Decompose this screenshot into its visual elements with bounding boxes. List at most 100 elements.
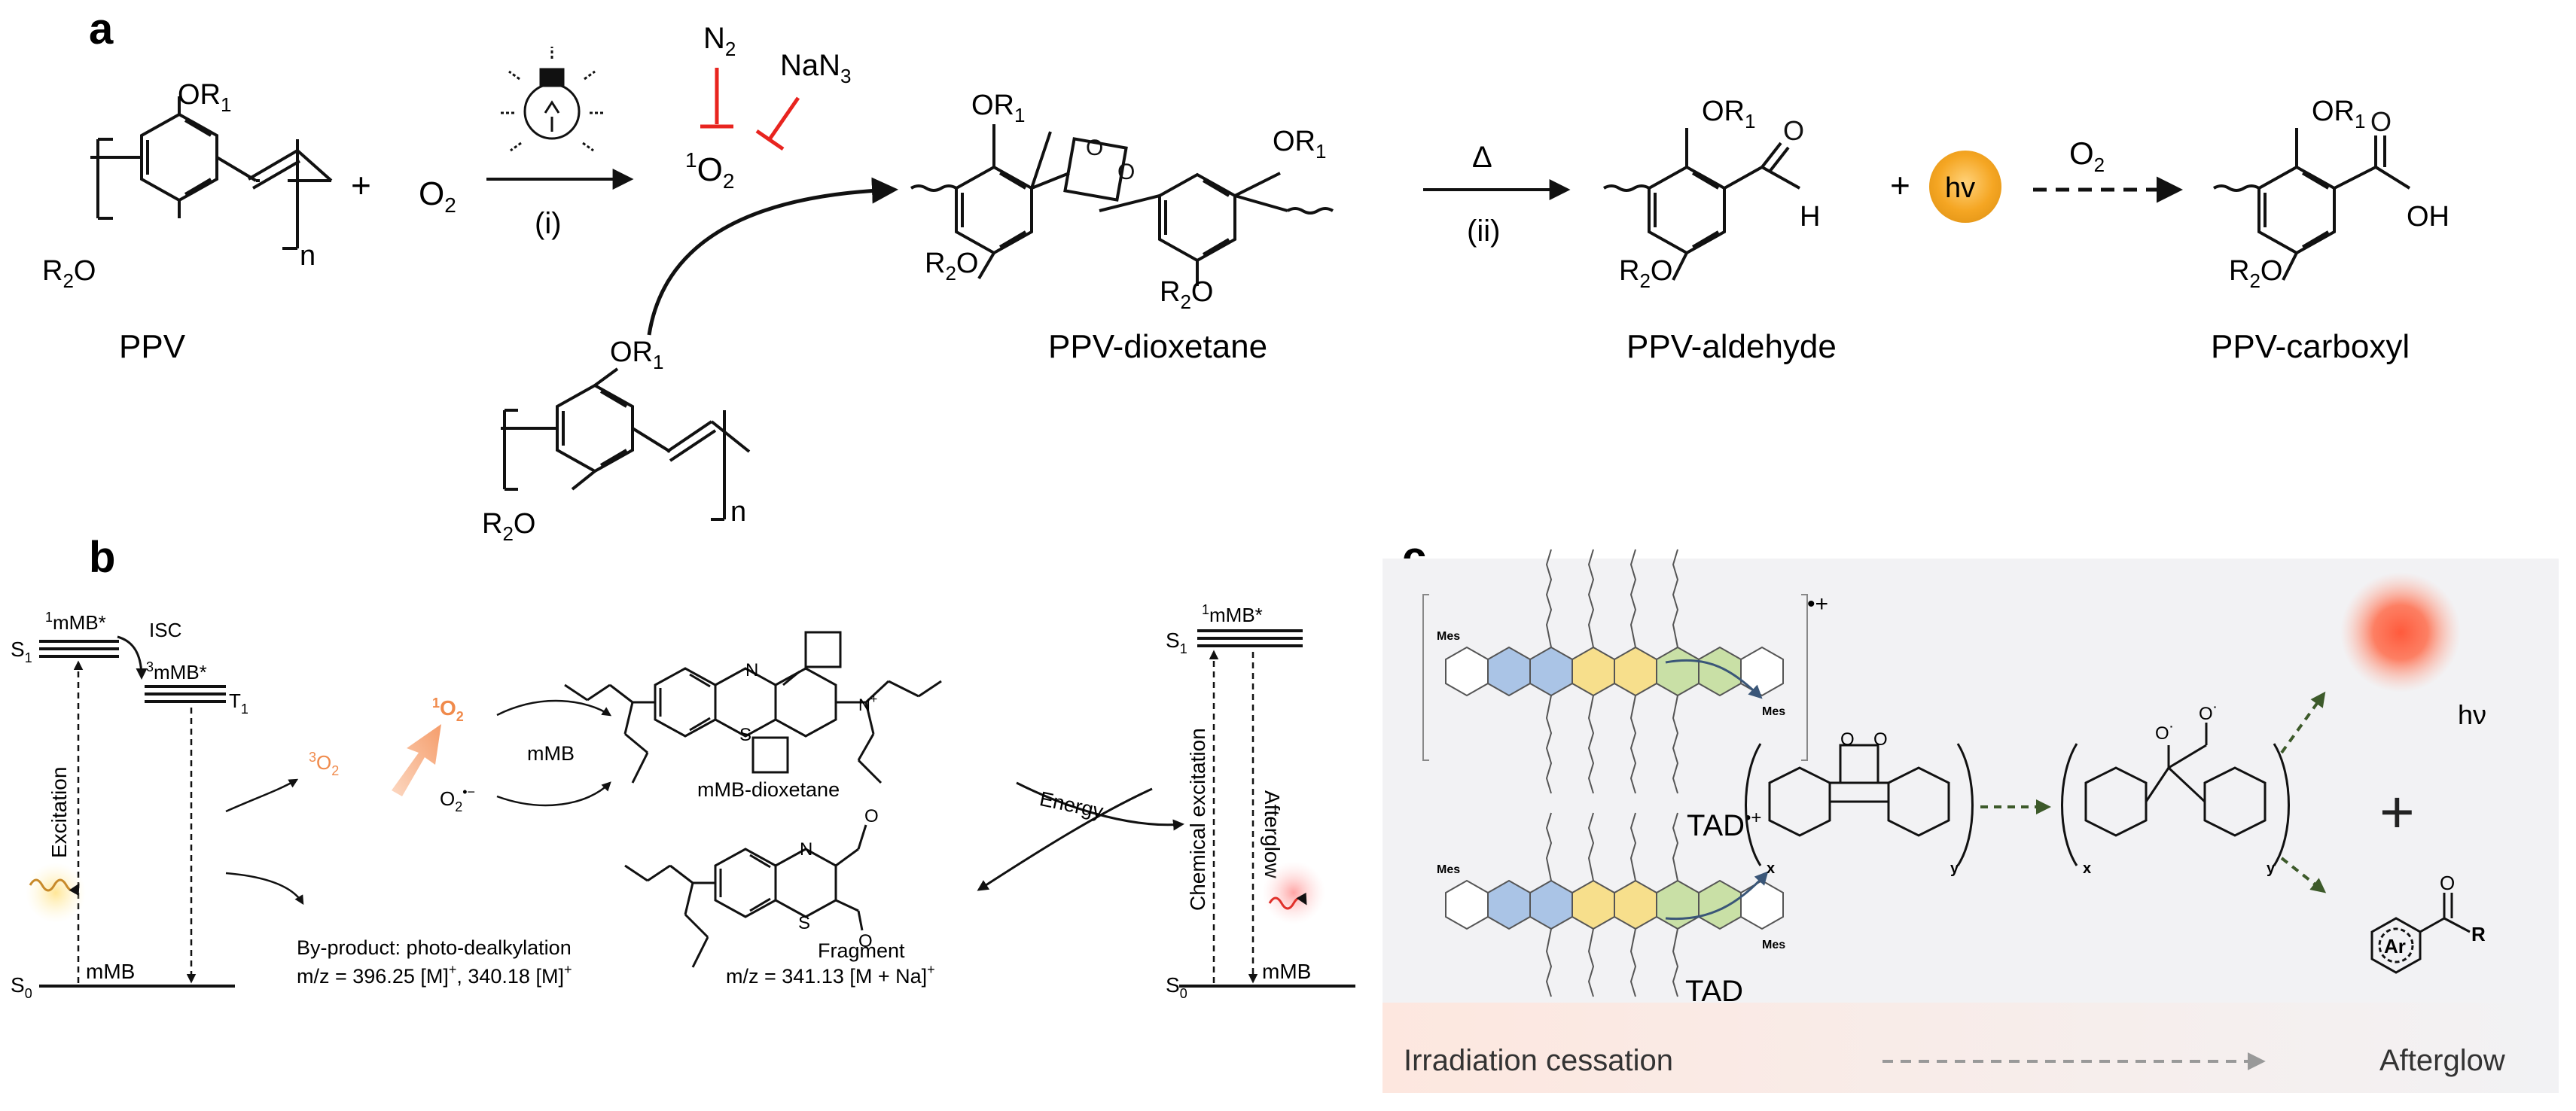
carboxyl-name: PPV-carboxyl (2211, 328, 2410, 365)
jablonski-left (39, 635, 235, 988)
plus-a1: + (351, 166, 371, 205)
arrow-mmb-top (496, 699, 612, 717)
ketone-o: O (2440, 872, 2455, 894)
ketone-r: R (2471, 923, 2486, 945)
aldehyde-r2o: R2O (1619, 255, 1672, 292)
panel-b: b S1 T1 S0 1mMB* ISC 3mMB* Excitation mM… (11, 533, 1355, 1001)
arrow-tad (1665, 871, 1769, 921)
singlet-o2: 1O2 (685, 148, 734, 193)
fragment-name: Fragment (818, 939, 905, 962)
mmb-star-3: 3mMB* (146, 659, 207, 683)
tad-label: TAD (1685, 975, 1743, 1008)
dioxetane-cage-structure (1745, 743, 1974, 866)
s1-left-label: S1 (11, 638, 32, 665)
s1-right-label: S1 (1166, 629, 1187, 656)
energy-arrow-2 (1016, 781, 1184, 831)
dioxetane-name: PPV-dioxetane (1048, 328, 1267, 365)
jablonski-right (1179, 629, 1355, 988)
aldehyde-name: PPV-aldehyde (1626, 328, 1837, 365)
afterglow-wave-icon (1268, 892, 1307, 910)
dioxetane-r2o-b: R2O (1160, 276, 1213, 313)
afterglow-b-label: Afterglow (1261, 790, 1284, 878)
aldehyde-o: O (1783, 115, 1804, 146)
hv-ball-icon (1929, 151, 2001, 223)
fragment-o-atom-1: O (864, 806, 879, 826)
panel-c: c Mes Mes •+ TAD•+ (1383, 533, 2559, 1093)
arrow-to-3o2 (225, 778, 299, 813)
energy-arrow (977, 787, 1153, 891)
mmb-star-1: 1mMB* (45, 610, 106, 634)
carboxyl-structure (2212, 128, 2411, 281)
dioxetane-o-label-2: O (1117, 160, 1135, 184)
ppv2-structure (501, 367, 751, 521)
dioxetane-structure (910, 124, 1334, 286)
inhibition-marks (700, 68, 800, 151)
ppv-n: n (300, 240, 316, 272)
carboxyl-oh: OH (2407, 201, 2449, 233)
tad-radical-mes-2: Mes (1762, 705, 1785, 718)
diradical-structure (2061, 723, 2290, 866)
n2-inhibitor: N2 (703, 22, 736, 60)
photon-glow-left (26, 863, 86, 923)
arrow-mmb-bottom (496, 781, 611, 807)
ppv2-n: n (730, 496, 746, 528)
step-ii-label: (ii) (1467, 215, 1500, 248)
tad-radical-label: TAD•+ (1687, 808, 1761, 842)
diradical-y: y (2267, 860, 2276, 877)
ppv-structure (90, 96, 333, 250)
photon-wave-icon (29, 878, 80, 896)
hv-label-c: hν (2458, 699, 2486, 730)
cage-y: y (1950, 860, 1959, 877)
delta-label: Δ (1472, 141, 1492, 174)
curved-arrow-a (647, 177, 898, 336)
mmb-n-plus: N+ (858, 693, 877, 714)
ppv-r2o: R2O (42, 255, 96, 292)
arrow-to-byproduct (225, 872, 304, 906)
nan3-inhibitor: NaN3 (780, 49, 852, 87)
triplet-o2: 3O2 (309, 750, 339, 778)
byproduct-line1: By-product: photo-dealkylation (297, 936, 572, 959)
diradical-o-1: O˙ (2155, 723, 2175, 744)
cage-o-1: O (1840, 729, 1855, 750)
ppv2-or1: OR1 (610, 336, 663, 373)
panel-c-bottom-bar (1383, 1003, 2559, 1093)
dioxetane-r2o-a: R2O (925, 248, 978, 285)
dioxetane-or1-a: OR1 (971, 90, 1025, 126)
fragment-mz: m/z = 341.13 [M + Na]+ (726, 962, 935, 988)
green-arrow-up (2280, 691, 2326, 754)
ppv-or1: OR1 (178, 79, 231, 116)
fragment-n-atom: N (800, 839, 812, 860)
tad-radical-mes-1: Mes (1437, 630, 1460, 643)
superoxide: O2•− (440, 784, 475, 814)
excitation-label: Excitation (47, 767, 71, 858)
tad-radical-structure (1422, 549, 1808, 794)
o2-product: O2 (2069, 135, 2105, 176)
hv-label-a: hv (1945, 172, 1975, 204)
mmb-n-atom: N (745, 660, 758, 680)
dioxetane-o-label: O (1086, 135, 1103, 160)
s0-left-label: S0 (11, 973, 32, 1001)
chem-excitation-label: Chemical excitation (1186, 728, 1209, 911)
singlet-o2-b: 1O2 (432, 696, 464, 724)
mmb-ground-right: mMB (1262, 960, 1311, 983)
isc-label: ISC (149, 619, 181, 641)
afterglow-emission-icon (2340, 572, 2461, 692)
byproduct-line2: m/z = 396.25 [M]+, 340.18 [M]+ (297, 962, 572, 988)
irradiation-label: Irradiation cessation (1404, 1044, 1673, 1077)
aryl-ketone-structure (2370, 893, 2471, 974)
cage-x: x (1767, 860, 1775, 877)
mmb-star-right: 1mMB* (1202, 602, 1263, 626)
mmb-dioxetane-structure (564, 631, 942, 784)
t1-label: T1 (229, 689, 248, 717)
afterglow-c-label: Afterglow (2379, 1044, 2505, 1077)
tad-radical-charge: •+ (1807, 592, 1828, 616)
cage-o-2: O (1873, 729, 1888, 750)
step-i-label: (i) (535, 207, 562, 240)
o2-reactant: O2 (419, 175, 456, 217)
fragment-s-atom: S (798, 913, 810, 933)
ppv-name: PPV (119, 328, 186, 365)
diradical-x: x (2083, 860, 2091, 877)
afterglow-glow-b (1262, 861, 1325, 924)
tad-mes-2: Mes (1762, 939, 1785, 951)
